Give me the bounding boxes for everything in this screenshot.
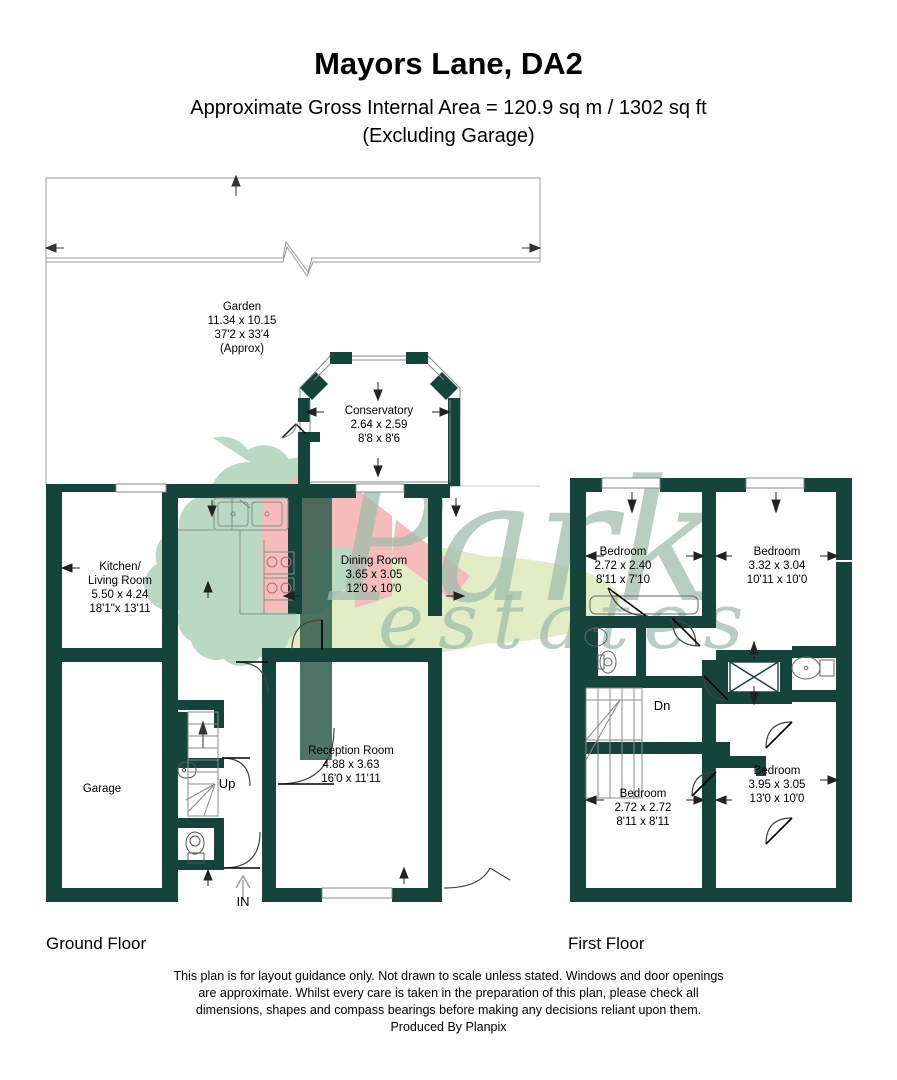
svg-text:12'0 x 10'0: 12'0 x 10'0 [347,583,402,595]
watermark-mark-stroke [300,470,332,760]
room-label-bedroom-3: Bedroom 2.72 x 2.72 8'11 x 8'11 [615,788,672,828]
svg-text:4.88 x 3.63: 4.88 x 3.63 [323,759,380,771]
ensuite-basin-icon [791,656,835,680]
exclusion-line: (Excluding Garage) [362,125,535,147]
first-floor-windows [601,477,852,562]
kitchen-hob-icon [266,556,292,594]
disclaimer-block: This plan is for layout guidance only. N… [0,968,897,1036]
stairs-down-label: Dn [654,698,671,713]
svg-text:Dining Room: Dining Room [341,555,407,567]
svg-text:3.65 x 3.05: 3.65 x 3.05 [346,569,403,581]
svg-text:Bedroom: Bedroom [620,788,667,800]
svg-text:Garden: Garden [223,301,261,313]
ground-floor-windows [46,483,405,904]
ground-floor-dimension-arrows [60,498,466,886]
svg-text:Kitchen/: Kitchen/ [99,561,141,573]
svg-text:3.32 x 3.04: 3.32 x 3.04 [749,560,807,572]
first-floor-door-leaves [607,587,793,845]
svg-text:Living Room: Living Room [88,575,152,587]
garden-dimension-arrows [44,174,542,253]
room-label-dining: Dining Room 3.65 x 3.05 12'0 x 10'0 [341,555,407,595]
ground-floor-walls [46,484,450,902]
svg-text:11.34 x 10.15: 11.34 x 10.15 [208,315,277,327]
floorplan-drawing: Park estates Ga [44,174,852,909]
svg-text:2.72 x 2.40: 2.72 x 2.40 [595,560,652,572]
ground-floor-door-leaves [222,620,334,869]
entrance-in-label: IN [237,894,250,909]
svg-text:10'11 x 10'0: 10'11 x 10'0 [747,574,807,586]
svg-text:3.95 x 3.05: 3.95 x 3.05 [749,779,806,791]
svg-text:8'11 x 8'11: 8'11 x 8'11 [616,816,669,828]
kitchen-fittings [178,497,296,615]
svg-text:Conservatory: Conservatory [345,405,414,417]
svg-text:8'11 x 7'10: 8'11 x 7'10 [596,574,650,586]
svg-text:Bedroom: Bedroom [754,765,801,777]
disclaimer-line-1: This plan is for layout guidance only. N… [173,969,724,983]
room-label-garage: Garage [83,783,121,795]
staircase-down [585,687,643,799]
room-label-bedroom-4: Bedroom 3.95 x 3.05 13'0 x 10'0 [749,765,806,805]
disclaimer-line-2: are approximate. Whilst every care is ta… [198,986,699,1000]
conservatory-dimension-arrows [304,382,452,478]
svg-text:Bedroom: Bedroom [600,546,647,558]
gross-area-line: Approximate Gross Internal Area = 120.9 … [190,97,707,119]
staircase-up-arrow [198,720,208,748]
page-title: Mayors Lane, DA2 [314,46,583,81]
room-label-conservatory: Conservatory 2.64 x 2.59 8'8 x 8'6 [345,405,414,445]
room-label-bedroom-2: Bedroom 3.32 x 3.04 10'11 x 10'0 [747,546,807,586]
stairs-up-label: Up [219,776,236,791]
svg-text:16'0 x 11'11: 16'0 x 11'11 [321,773,381,785]
ground-floor-caption: Ground Floor [46,934,147,953]
wc-fittings [177,761,205,864]
svg-text:2.64 x 2.59: 2.64 x 2.59 [351,419,408,431]
room-label-reception: Reception Room 4.88 x 3.63 16'0 x 11'11 [308,745,394,785]
svg-text:Bedroom: Bedroom [754,546,801,558]
producer-credit: Produced By Planpix [390,1020,507,1034]
svg-text:2.72 x 2.72: 2.72 x 2.72 [615,802,672,814]
ground-floor-plan: Garden 11.34 x 10.15 37'2 x 33'4 (Approx… [44,174,542,909]
room-label-kitchen-living: Kitchen/ Living Room 5.50 x 4.24 18'1"x … [88,561,152,615]
svg-text:37'2 x 33'4: 37'2 x 33'4 [215,329,271,341]
first-floor-caption: First Floor [568,934,645,953]
first-floor-walls [570,478,852,902]
room-label-bedroom-1: Bedroom 2.72 x 2.40 8'11 x 7'10 [595,546,652,586]
first-floor-dimension-arrows [584,492,840,805]
svg-text:Reception Room: Reception Room [308,745,394,757]
watermark-ellipse-2 [320,556,620,644]
kitchen-sink-icon [217,499,283,527]
garden-boundary [45,177,541,487]
svg-text:5.50 x 4.24: 5.50 x 4.24 [92,589,150,601]
room-label-garden: Garden 11.34 x 10.15 37'2 x 33'4 (Approx… [208,301,277,355]
conservatory-structure [281,352,461,487]
svg-text:13'0 x 10'0: 13'0 x 10'0 [750,793,805,805]
svg-text:Garage: Garage [83,783,121,795]
entrance-in-arrow-icon [235,874,251,900]
first-floor-plan: Dn [570,477,852,902]
svg-text:8'8 x 8'6: 8'8 x 8'6 [358,433,400,445]
disclaimer-line-3: dimensions, shapes and compass bearings … [195,1003,702,1017]
svg-text:18'1"x 13'11: 18'1"x 13'11 [89,603,150,615]
svg-text:(Approx): (Approx) [220,343,264,355]
